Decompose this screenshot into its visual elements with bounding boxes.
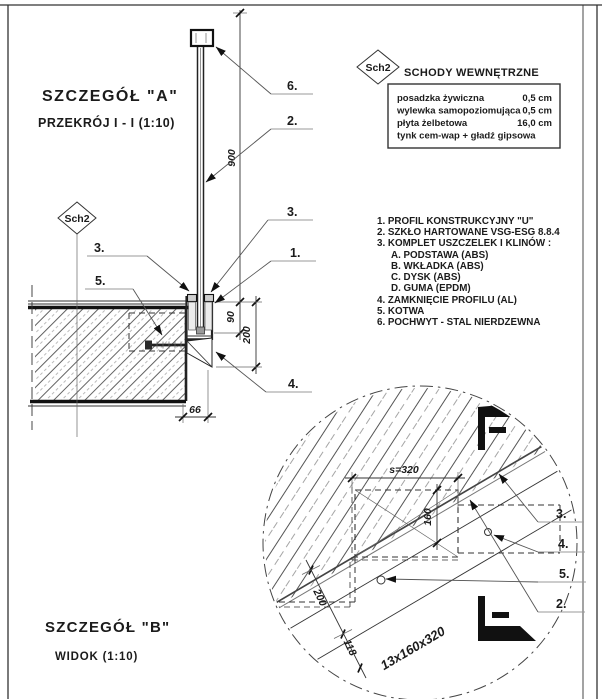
dim-90-200: 90 200 xyxy=(214,296,262,374)
legend-item: C. DYSK (ABS) xyxy=(391,272,461,283)
section-mark-dash-icon xyxy=(489,427,506,433)
dim-text-200: 200 xyxy=(241,326,253,345)
legend-item: B. WKŁADKA (ABS) xyxy=(391,261,484,272)
table-box xyxy=(387,83,561,149)
handrail-cap xyxy=(189,28,215,48)
table-title: SCHODY WEWNĘTRZNE xyxy=(404,67,539,79)
detail-a-section: Sch2 xyxy=(28,8,316,437)
dim-text-160: 160 xyxy=(422,508,434,526)
callout-1: 1. xyxy=(290,246,300,260)
diamond-icon xyxy=(57,201,97,235)
legend-item: 6. POCHWYT - STAL NIERDZEWNA xyxy=(377,317,540,328)
stair-edge-line xyxy=(265,420,575,619)
bolt-hole xyxy=(484,528,492,536)
legend-item: 1. PROFIL KONSTRUKCYJNY "U" xyxy=(377,216,533,227)
detail-b-view: s=320 160 200 118 13x160x320 xyxy=(45,385,586,699)
stair-table: Sch2 SCHODY WEWNĘTRZNE posadzka żywiczna… xyxy=(356,49,561,149)
u-profile xyxy=(185,293,215,341)
axis-tag-left: Sch2 xyxy=(64,213,89,225)
legend-item: 4. ZAMKNIĘCIE PROFILU (AL) xyxy=(377,295,517,306)
table-row-value: 0,5 cm xyxy=(522,106,552,117)
axis-marker-left: Sch2 xyxy=(57,201,97,437)
gasket-strip xyxy=(204,301,213,331)
steps-annotation: 13x160x320 xyxy=(378,623,449,673)
diamond-icon xyxy=(356,49,400,85)
table-row-value: 0,5 cm xyxy=(522,93,552,104)
dim-text-66: 66 xyxy=(189,404,201,416)
callout-3-left: 3. xyxy=(94,241,104,255)
callouts-detail-b: 3. 4. 5. 2. xyxy=(385,473,586,613)
dim-160: 160 xyxy=(422,484,442,550)
gasket-cap xyxy=(186,293,198,303)
legend-item: 5. KOTWA xyxy=(377,306,424,317)
callout-3-circle: 3. xyxy=(556,507,566,521)
legend-item: A. PODSTAWA (ABS) xyxy=(391,250,488,261)
dim-66: 66 xyxy=(175,370,216,423)
detail-b-content: s=320 160 200 118 13x160x320 xyxy=(265,388,575,698)
callouts-detail-a: 6. 2. 3. 1. 3. 5. 4. xyxy=(85,46,316,393)
bolt-hole xyxy=(273,627,283,637)
detail-b-subtitle: WIDOK (1:10) xyxy=(55,651,138,663)
callout-5-circle: 5. xyxy=(559,567,569,581)
concrete-slab xyxy=(28,285,190,430)
dim-text-90: 90 xyxy=(225,311,237,323)
anchor-plate-hidden xyxy=(265,487,561,637)
dim-text-s320: s=320 xyxy=(389,464,419,476)
dim-text-118: 118 xyxy=(341,638,359,658)
table-tag: Sch2 xyxy=(365,62,390,74)
profile-closure xyxy=(186,337,213,368)
legend-item: 3. KOMPLET USZCZELEK I KLINÓW : xyxy=(377,237,551,249)
callout-4-circle: 4. xyxy=(558,537,568,551)
table-row-value: 16,0 cm xyxy=(517,118,552,129)
table-row-name: tynk cem-wap + gładź gipsowa xyxy=(397,131,536,142)
table-row-name: wylewka samopoziomująca xyxy=(396,106,521,117)
callout-6: 6. xyxy=(287,79,297,93)
dim-text-900: 900 xyxy=(226,149,238,167)
gasket-strip xyxy=(188,301,196,331)
sheet-frame xyxy=(0,4,602,699)
legend-item: D. GUMA (EPDM) xyxy=(391,283,471,294)
dim-text-slope200: 200 xyxy=(310,586,329,608)
anchor-nut xyxy=(145,340,152,350)
callout-4: 4. xyxy=(288,377,298,391)
legend-item: 2. SZKŁO HARTOWANE VSG-ESG 8.8.4 xyxy=(377,227,560,238)
table-row-name: posadzka żywiczna xyxy=(397,93,485,104)
table-row-name: płyta żelbetowa xyxy=(397,118,468,129)
glass-panel xyxy=(196,46,205,332)
detail-a-title: SZCZEGÓŁ "A" xyxy=(42,86,178,105)
gasket-cap xyxy=(203,293,215,303)
dim-s320: s=320 xyxy=(345,464,465,508)
callout-3-right: 3. xyxy=(287,205,297,219)
legend-list: 1. PROFIL KONSTRUKCYJNY "U" 2. SZKŁO HAR… xyxy=(377,216,560,328)
setting-block xyxy=(196,326,205,335)
detail-a-subtitle: PRZEKRÓJ I - I (1:10) xyxy=(38,115,175,130)
section-mark-dash-icon xyxy=(492,612,509,618)
detail-circle-boundary xyxy=(262,385,578,699)
anchor-bolt xyxy=(128,312,188,352)
stair-hatch-region xyxy=(265,388,575,622)
section-mark-icon xyxy=(478,596,536,641)
detail-b-title: SZCZEGÓŁ "B" xyxy=(45,618,170,636)
callout-5: 5. xyxy=(95,274,105,288)
bolt-hole xyxy=(376,575,386,585)
callout-2: 2. xyxy=(287,114,297,128)
callout-2-circle: 2. xyxy=(556,597,566,611)
